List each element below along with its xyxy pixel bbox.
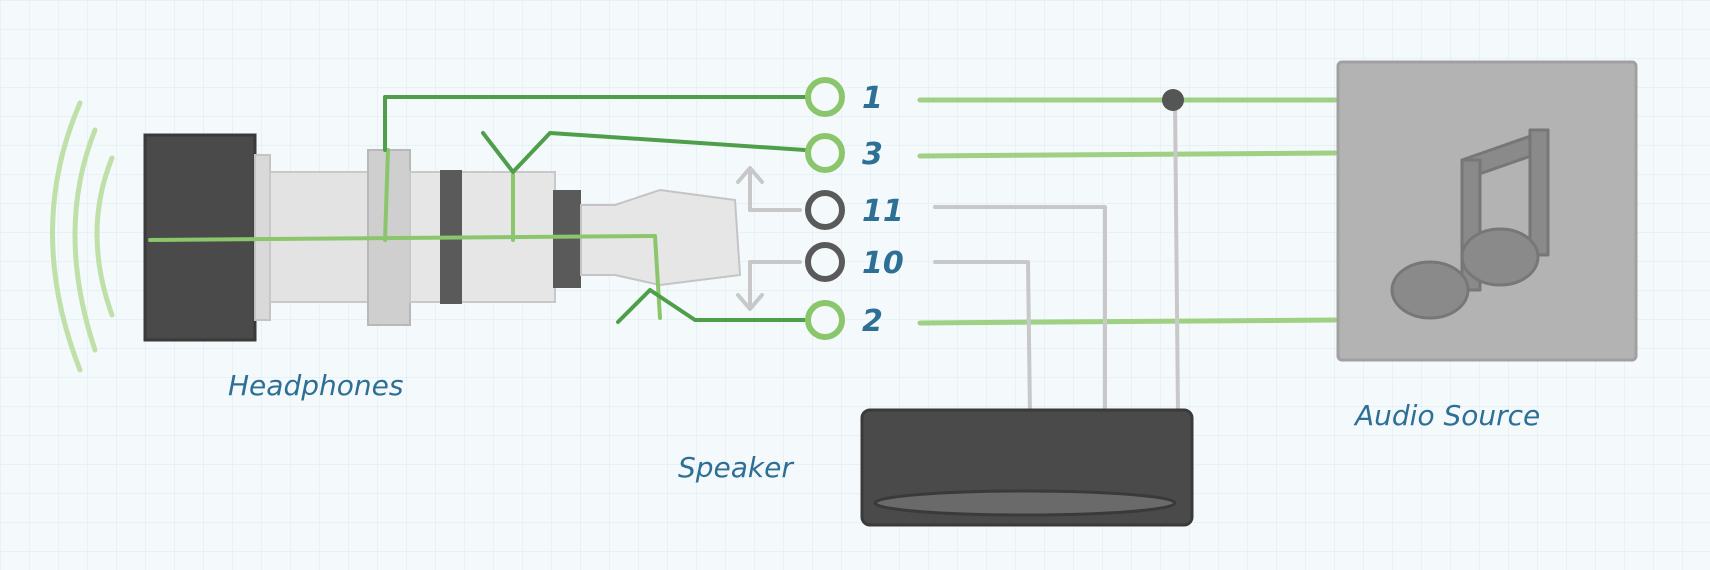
headphone-wiring <box>148 95 807 324</box>
pin-2-label: 2 <box>862 304 883 339</box>
speaker-label: Speaker <box>678 451 794 484</box>
source-wiring <box>917 97 1338 417</box>
audio-source-label: Audio Source <box>1353 399 1540 432</box>
sound-waves-icon <box>50 100 115 373</box>
plug-ring-2 <box>553 190 581 288</box>
plug-tip <box>580 188 742 287</box>
pin-1: 1 <box>805 77 883 117</box>
pin-2: 2 <box>805 300 883 340</box>
pin-1-label: 1 <box>862 81 883 116</box>
junction-dot <box>1162 89 1184 111</box>
pin-11-label: 11 <box>862 194 904 229</box>
pin-3: 3 <box>805 133 883 173</box>
headphones-label: Headphones <box>228 369 403 402</box>
audio-source <box>1336 60 1638 362</box>
music-note-icon <box>1390 128 1550 320</box>
switch-arrows <box>736 166 802 311</box>
audio-source-box <box>1336 60 1638 362</box>
pin-10-label: 10 <box>862 246 904 281</box>
pin-3-label: 3 <box>862 137 883 172</box>
pin-10: 10 <box>805 242 904 282</box>
speaker <box>860 408 1194 527</box>
pin-11: 11 <box>805 190 904 230</box>
